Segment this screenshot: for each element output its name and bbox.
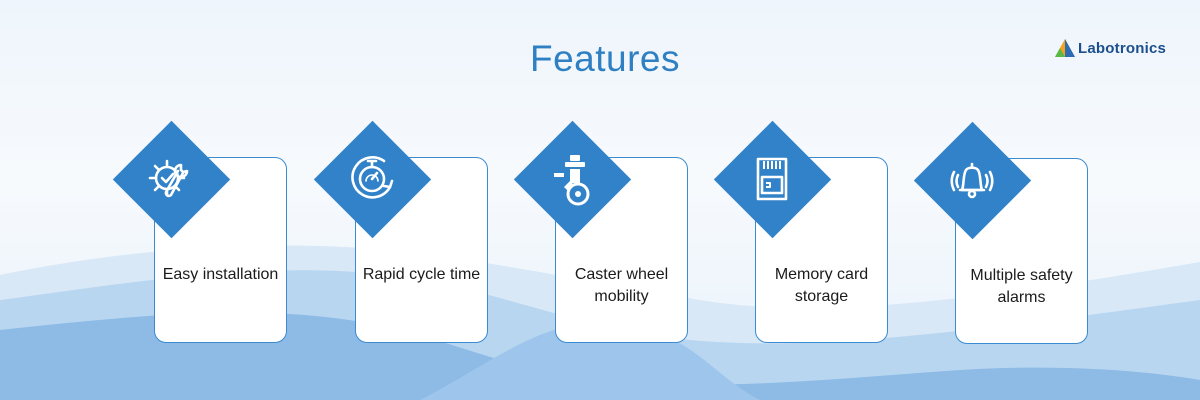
stopwatch-cycle-icon xyxy=(351,156,394,199)
gear-wrench-check-icon xyxy=(148,159,189,198)
feature-card-easy-installation: Easy installation xyxy=(154,157,287,343)
page-title: Features xyxy=(529,38,680,79)
brand-name: Labotronics xyxy=(1078,39,1167,57)
sd-card-icon xyxy=(756,157,788,201)
feature-label: Multiple safety alarms xyxy=(970,267,1073,306)
alarm-bell-icon xyxy=(950,162,994,199)
brand-logo: Labotronics xyxy=(1054,38,1166,58)
triangle-logo-icon xyxy=(1055,39,1075,57)
feature-label: Easy installation xyxy=(162,266,279,283)
feature-label: Rapid cycle time xyxy=(362,266,481,283)
caster-wheel-icon xyxy=(554,155,590,206)
feature-label: Memory card storage xyxy=(774,266,869,305)
feature-label: Caster wheel mobility xyxy=(574,266,669,305)
